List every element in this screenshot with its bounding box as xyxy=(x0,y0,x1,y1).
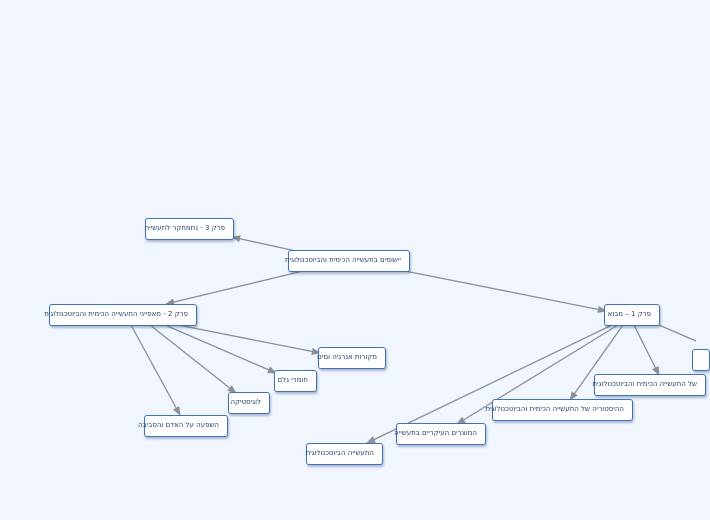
connector-root-ch3 xyxy=(231,235,297,252)
subtopic-biotech-industry[interactable]: התעשייה הביוטכנולוגית xyxy=(306,443,383,465)
root-topic[interactable]: יישומים בתעשייה הכימית והביוטכנולוגית xyxy=(285,250,410,272)
subtopic-raw-materials[interactable]: חומרי גלם xyxy=(274,370,317,392)
connector-ch1-child-1 xyxy=(633,324,660,376)
topic-chapter-1[interactable]: פרק 1 – מבוא xyxy=(604,304,660,326)
connector-ch2-child-4 xyxy=(130,324,181,416)
topic-chapter-3[interactable]: פרק 3 - נחמחקר לתעשייה xyxy=(145,218,234,240)
connector-ch2-child-3 xyxy=(149,324,237,394)
subtopic-energy-water[interactable]: מקורות אנרגיה ומים xyxy=(317,347,386,369)
topic-chapter-2[interactable]: פרק 2 - מאפייני התעשייה הכימית והביוטכנו… xyxy=(44,304,197,326)
subtopic-history[interactable]: ההיסטוריה של התעשייה הכימית והביוטכנולוג… xyxy=(486,399,633,421)
connector-ch1-child-3 xyxy=(456,324,619,425)
connector-ch2-child-2 xyxy=(164,324,277,374)
subtopic-main-products[interactable]: המוצרים העיקריים בתעשייה xyxy=(394,423,486,445)
connector-ch1-child-2 xyxy=(569,324,624,401)
connector-ch1-offscreen xyxy=(658,324,697,342)
subtopic-human-environment[interactable]: השפעה על האדם והסביבה xyxy=(138,415,228,437)
connector-root-ch1 xyxy=(404,270,607,313)
subtopic-offscreen[interactable] xyxy=(692,349,710,371)
connector-ch2-child-1 xyxy=(177,324,321,355)
connector-root-ch2 xyxy=(165,270,304,306)
subtopic-logistics[interactable]: לוגיסטיקה xyxy=(228,392,270,414)
subtopic-industry-character[interactable]: של התעשייה הכימית והביוטכנולוגית xyxy=(593,374,706,396)
